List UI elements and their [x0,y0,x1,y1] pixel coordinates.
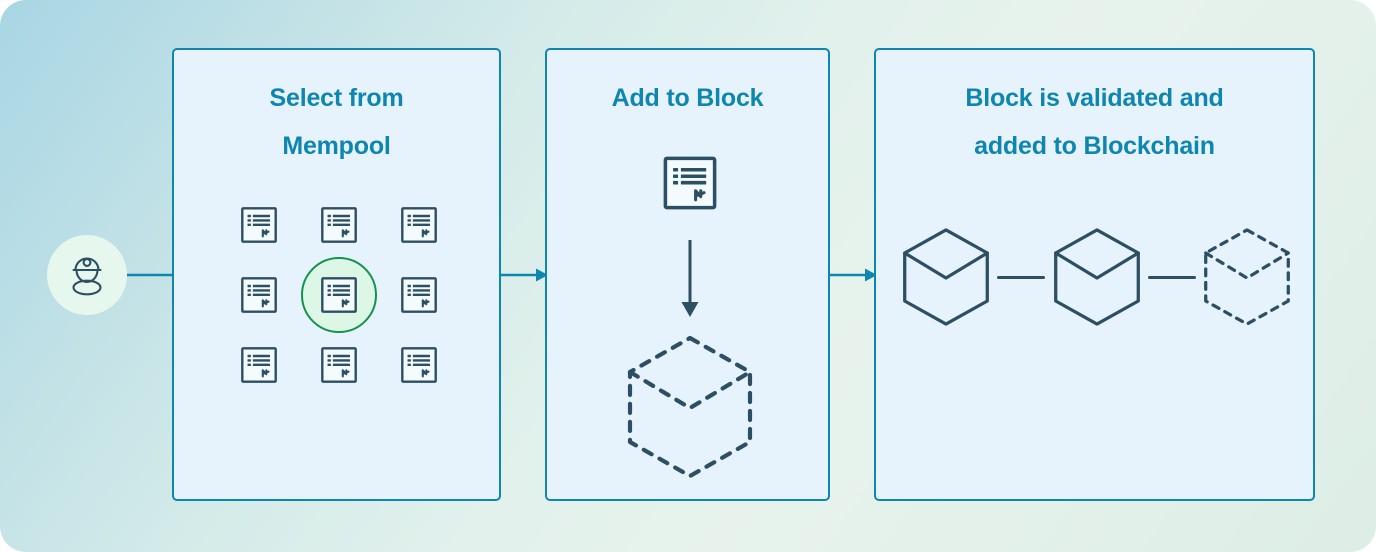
block-cube-icon-dashed [627,335,753,479]
transaction-document-icon [401,347,437,383]
panel-3-title-line-1: Block is validated and [965,84,1224,112]
mempool-transaction-6[interactable] [379,260,459,330]
connector-mempool-to-block [500,268,548,282]
panel-1-title: Select from Mempool [174,74,499,170]
panel-2-title: Add to Block [547,74,828,122]
transaction-document-icon [321,207,357,243]
panel-3-title-line-2: added to Blockchain [974,132,1215,160]
panel-3-title: Block is validated and added to Blockcha… [876,74,1313,170]
blockchain-row [898,217,1295,337]
miner-avatar-icon [72,257,102,296]
transaction-document-icon [401,277,437,313]
chain-link-icon [1147,275,1196,279]
transaction-document-icon [241,347,277,383]
block-cube-icon-dashed[interactable] [1199,225,1295,329]
arrow-down-icon [681,240,699,317]
transaction-document-icon [401,207,437,243]
transaction-document-icon [241,277,277,313]
transaction-document-icon[interactable] [662,155,718,211]
mempool-transaction-5-selected[interactable] [299,257,379,333]
mempool-transaction-8[interactable] [299,330,379,400]
mempool-transaction-7[interactable] [219,330,299,400]
mempool-transaction-9[interactable] [379,330,459,400]
transaction-document-icon [321,277,357,313]
mempool-transaction-2[interactable] [299,190,379,260]
avatar-background [47,235,127,315]
panel-block-validated: Block is validated and added to Blockcha… [874,48,1315,501]
transaction-document-icon [241,207,277,243]
mempool-transaction-4[interactable] [219,260,299,330]
mempool-transaction-grid [219,190,459,400]
panel-add-to-block: Add to Block [545,48,830,501]
panel-1-title-line-1: Select from [269,84,404,112]
connector-block-to-blockchain [829,268,877,282]
block-cube-icon[interactable] [898,225,994,329]
block-cube-icon[interactable] [1049,225,1145,329]
chain-link-icon [997,275,1046,279]
panel-select-from-mempool: Select from Mempool [172,48,501,501]
mempool-transaction-1[interactable] [219,190,299,260]
transaction-document-icon [321,347,357,383]
mempool-transaction-3[interactable] [379,190,459,260]
panel-1-title-line-2: Mempool [282,132,391,160]
panel-2-title-line-1: Add to Block [611,84,764,112]
